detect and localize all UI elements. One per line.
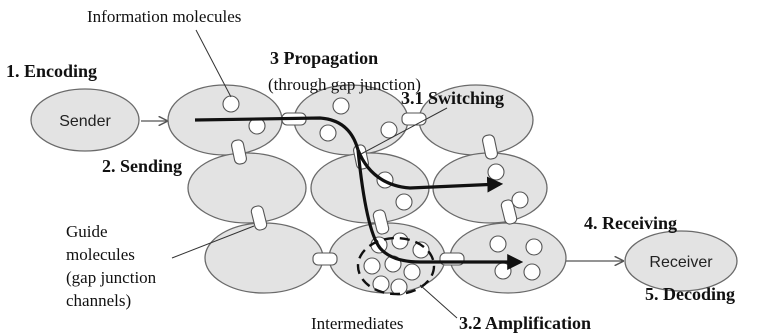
information-molecule	[332, 97, 350, 115]
intermediates-dashed-boundary	[356, 236, 436, 296]
intermediate-molecule	[363, 257, 381, 275]
propagation-path	[194, 116, 360, 151]
guide-label-line3: (gap junction	[66, 268, 157, 287]
guide-label-line2: molecules	[66, 245, 135, 264]
propagation-label: 3 Propagation	[270, 48, 378, 68]
information-molecule	[380, 121, 398, 139]
information-molecule	[511, 191, 529, 209]
gap-junction-channel	[372, 209, 390, 235]
sender-label: Sender	[59, 113, 111, 130]
intermediate-molecule	[403, 263, 421, 281]
sender-node	[30, 88, 140, 152]
information-molecule	[523, 263, 541, 281]
cell-r3-c3	[449, 222, 567, 294]
information-molecules-label: Information molecules	[87, 7, 241, 26]
switching-label: 3.1 Switching	[401, 88, 504, 108]
switching-path-upper	[356, 149, 504, 193]
intermediates-label: Intermediates	[311, 314, 404, 333]
intermediate-molecule	[412, 241, 430, 259]
information-molecule	[525, 238, 543, 256]
gap-junction-channel	[231, 139, 247, 165]
information-molecule	[395, 193, 413, 211]
gap-junction-channel	[401, 112, 427, 126]
information-molecule	[494, 262, 512, 280]
gap-junction-channel	[500, 199, 518, 225]
encoding-label: 1. Encoding	[6, 61, 97, 81]
intermediate-molecule	[390, 278, 408, 296]
leader-info-molecules	[195, 29, 232, 98]
decoding-label: 5. Decoding	[645, 284, 735, 304]
cell-r3-c1	[204, 222, 324, 294]
receiving-label: 4. Receiving	[584, 213, 677, 233]
receiver-node	[624, 230, 738, 292]
sending-label: 2. Sending	[102, 156, 182, 176]
receiver-label: Receiver	[649, 254, 713, 271]
gap-junction-channel	[250, 205, 268, 231]
cell-r2-c1	[187, 152, 307, 224]
information-molecule	[319, 124, 337, 142]
leader-amplification	[419, 284, 458, 319]
guide-label-line4: channels)	[66, 291, 131, 310]
leader-switching	[360, 107, 448, 155]
switching-path-lower	[356, 149, 524, 270]
information-molecule	[487, 163, 505, 181]
gap-junction-channel	[482, 134, 498, 160]
amplification-label: 3.2 Amplification	[459, 313, 591, 333]
cell-r1-c2	[293, 84, 409, 156]
propagation-sublabel: (through gap junction)	[268, 75, 421, 94]
leader-guide	[171, 225, 255, 259]
information-molecule	[222, 95, 240, 113]
cell-r2-c3	[432, 152, 548, 224]
intermediate-molecule	[391, 232, 409, 250]
information-molecule	[489, 235, 507, 253]
gap-junction-channel	[312, 252, 338, 266]
guide-label-line1: Guide	[66, 222, 108, 241]
